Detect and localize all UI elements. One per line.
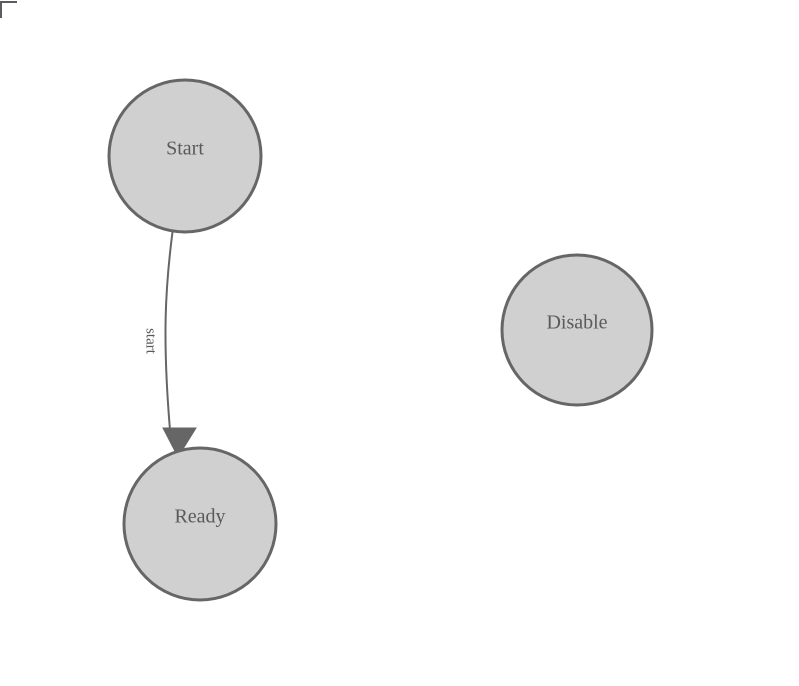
node-ready[interactable]: Ready [122, 446, 278, 602]
canvas-corner-marker-icon [0, 1, 17, 18]
node-disable[interactable]: Disable [500, 253, 654, 407]
node-start[interactable]: Start [107, 78, 263, 234]
node-ready-shape[interactable] [122, 446, 278, 602]
node-start-label: Start [166, 138, 204, 160]
edge-start-to-ready[interactable]: start [143, 231, 197, 459]
node-start-shape[interactable] [107, 78, 263, 234]
edge-label-start: start [143, 328, 159, 355]
node-disable-shape[interactable] [500, 253, 654, 407]
edge-line [164, 231, 174, 431]
node-ready-label: Ready [174, 506, 225, 528]
edge-arrowhead-icon [162, 427, 197, 459]
node-disable-label: Disable [546, 312, 607, 334]
